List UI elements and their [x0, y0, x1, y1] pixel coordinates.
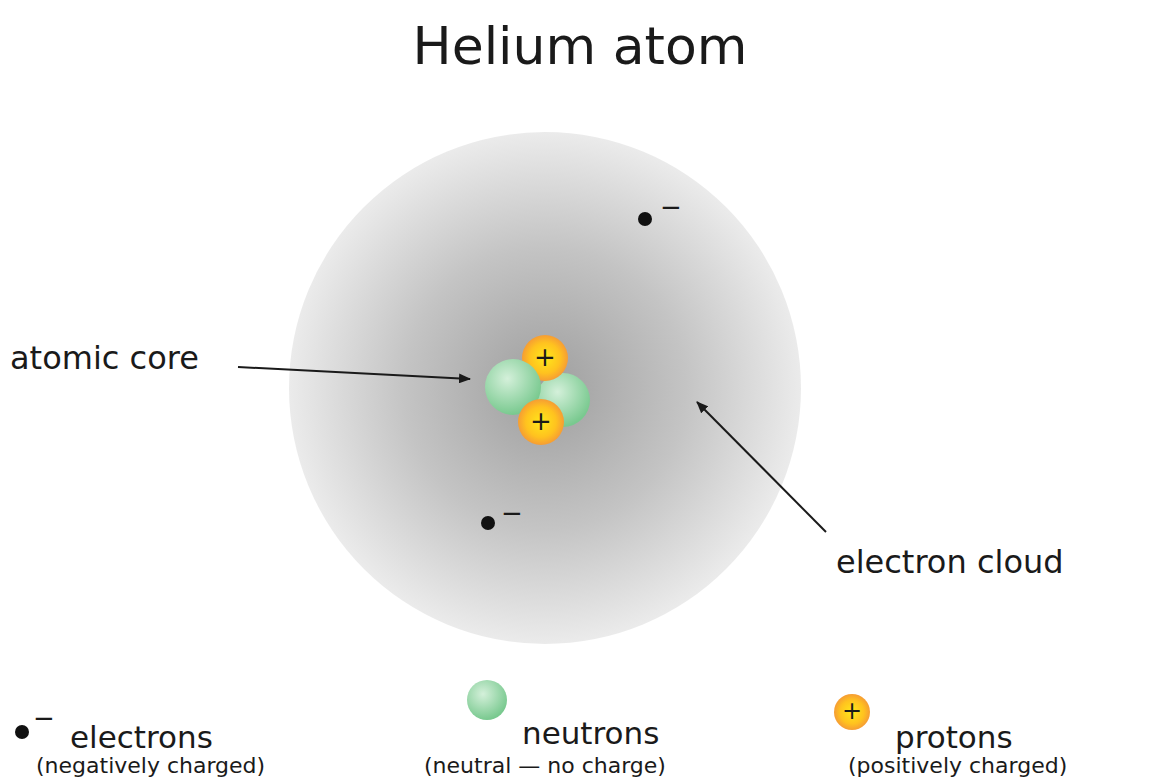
legend-neutron-sample — [467, 680, 507, 720]
legend-note: (positively charged) — [848, 755, 1067, 777]
legend-note: (neutral — no charge) — [424, 755, 666, 777]
charge-sign: + — [842, 699, 862, 723]
electron-cloud — [289, 132, 801, 644]
leader-line — [697, 402, 826, 532]
legend-text: neutrons — [522, 718, 659, 749]
charge-sign: − — [33, 705, 55, 731]
callout-label: electron cloud — [836, 546, 1064, 578]
charge-sign: − — [660, 194, 682, 220]
legend-electron-sample — [15, 725, 29, 739]
legend-text: electrons — [70, 722, 213, 753]
diagram-title: Helium atom — [413, 20, 748, 72]
leader-line — [238, 367, 470, 379]
charge-sign: − — [501, 500, 523, 526]
nucleus — [485, 335, 590, 445]
charge-sign: + — [534, 344, 556, 370]
electron-dot — [481, 516, 495, 530]
charge-sign: + — [530, 408, 552, 434]
callout-label: atomic core — [10, 342, 199, 374]
legend-proton-sample — [834, 694, 870, 730]
legend-note: (negatively charged) — [36, 755, 265, 777]
legend-text: protons — [895, 722, 1013, 753]
electron-dot — [638, 212, 652, 226]
